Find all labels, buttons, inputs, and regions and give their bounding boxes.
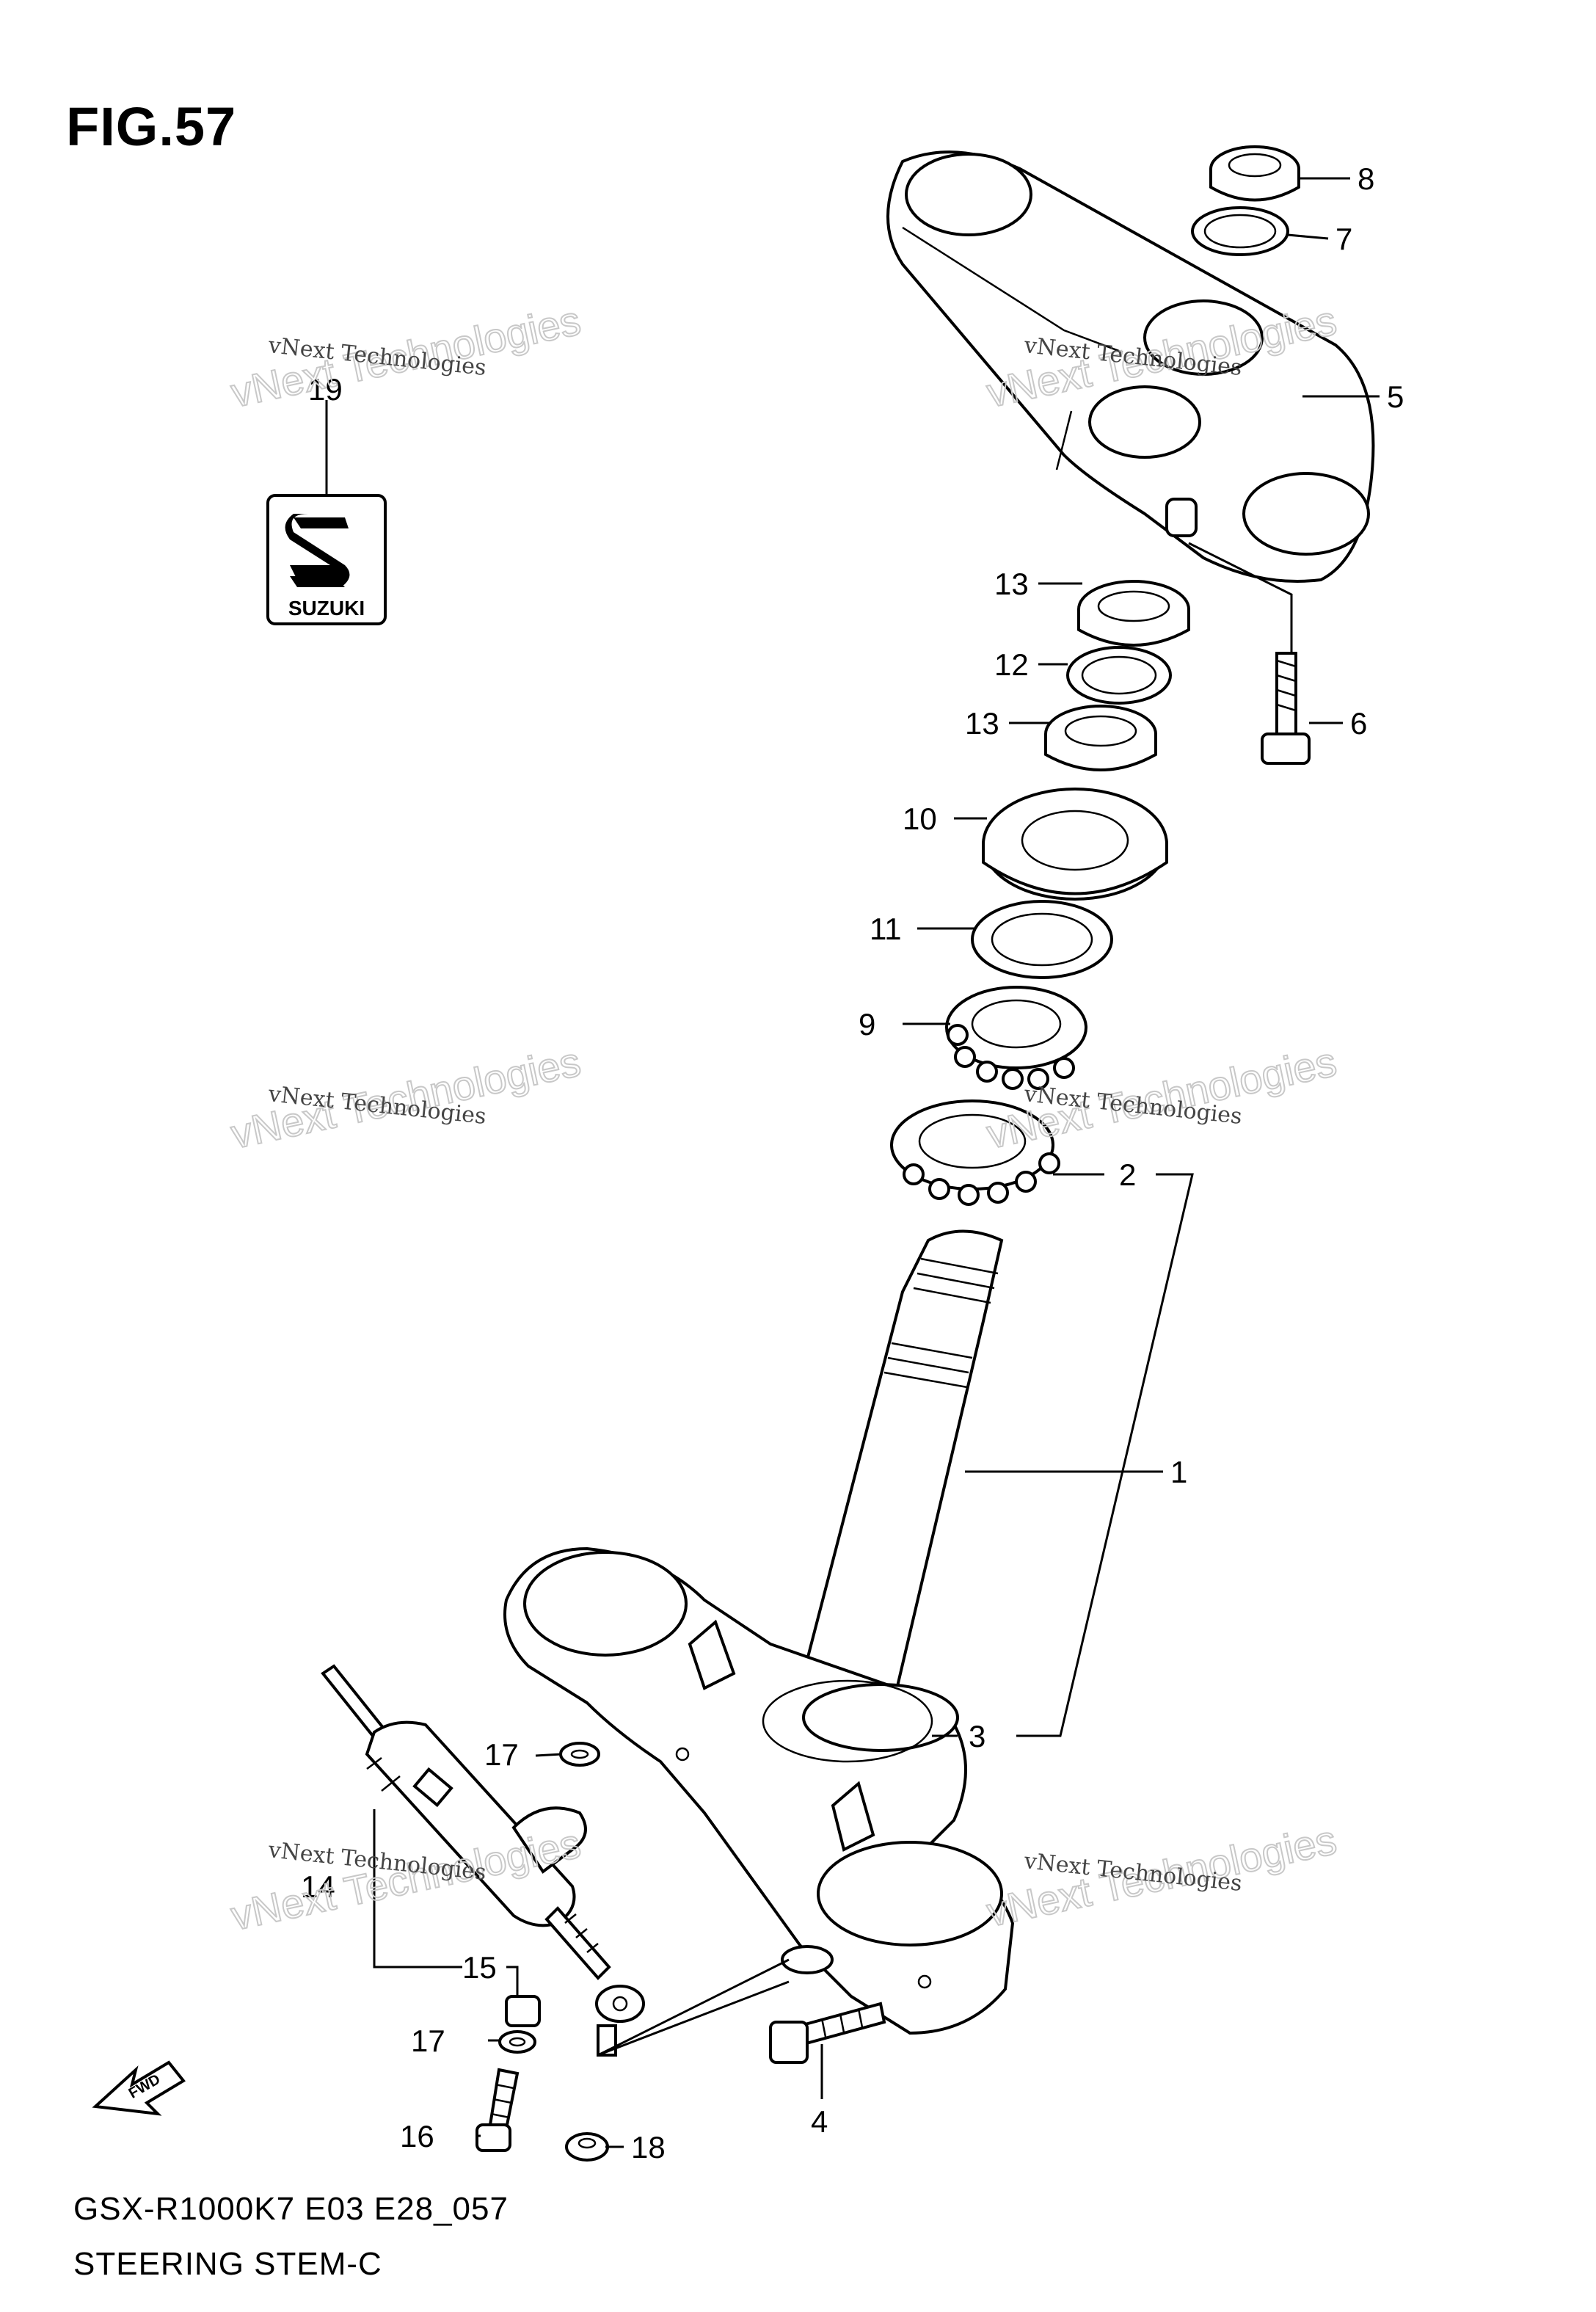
suzuki-emblem: SUZUKI: [266, 494, 387, 625]
label-part-11: 11: [870, 912, 902, 946]
emblem-brand-text: SUZUKI: [288, 597, 365, 619]
seal-3: [762, 1679, 933, 1763]
label-part-9: 9: [859, 1007, 875, 1042]
label-part-2: 2: [1119, 1157, 1136, 1192]
label-part-18: 18: [631, 2130, 666, 2164]
lock-nut-13-upper: [1077, 580, 1190, 647]
leader-lines: [325, 177, 1380, 2148]
washer-12: [1066, 646, 1172, 705]
steering-damper-14: [321, 1664, 645, 2057]
label-part-1: 1: [1170, 1455, 1187, 1489]
bolt-16: [475, 2068, 520, 2152]
bolt-6: [1261, 652, 1311, 765]
forward-direction-arrow: FWD: [92, 2060, 186, 2116]
watermark-bottom-right: vNext Technologies vNext Technologies: [982, 1815, 1341, 1935]
watermark-top-left: vNext Technologies vNext Technologies: [226, 296, 585, 416]
washer-7: [1191, 206, 1289, 256]
washer-17-upper: [559, 1742, 600, 1767]
label-part-5: 5: [1387, 379, 1404, 414]
label-part-4: 4: [811, 2104, 828, 2139]
label-part-10: 10: [903, 801, 937, 836]
nut-18: [565, 2132, 609, 2162]
label-part-13-upper: 13: [994, 567, 1029, 601]
bolt-4: [769, 2002, 886, 2064]
watermark-mid-left: vNext Technologies vNext Technologies: [226, 1037, 585, 1157]
label-part-12: 12: [994, 647, 1029, 682]
label-part-19: 19: [308, 372, 343, 407]
steering-stem-nut-8: [1209, 145, 1300, 202]
label-part-17-lower: 17: [411, 2024, 445, 2058]
label-part-8: 8: [1358, 161, 1374, 196]
label-part-14: 14: [301, 1869, 335, 1904]
lock-nut-13-lower: [1044, 705, 1157, 771]
dust-seal-10: [982, 788, 1168, 901]
bearing-9: [945, 986, 1087, 1090]
label-part-13-lower: 13: [965, 706, 999, 741]
steering-stem-lower-bracket: [503, 1229, 1015, 2035]
label-part-15: 15: [462, 1950, 497, 1985]
label-part-3: 3: [969, 1719, 985, 1753]
label-part-6: 6: [1350, 706, 1367, 741]
label-part-16: 16: [400, 2119, 434, 2153]
model-code: GSX-R1000K7 E03 E28_057: [73, 2191, 509, 2227]
label-part-7: 7: [1336, 222, 1352, 256]
label-part-17-upper: 17: [484, 1737, 519, 1772]
upper-triple-clamp: [886, 150, 1375, 583]
washer-17-lower: [498, 2030, 536, 2054]
part-labels: 8 7 5 6 13 12 13 10 11 9 2 1 3 4 17 14 1…: [301, 161, 1404, 2164]
washer-11: [971, 900, 1113, 979]
figure-title: FIG.57: [66, 96, 237, 157]
bearing-2: [890, 1099, 1060, 1206]
section-name: STEERING STEM-C: [73, 2246, 382, 2282]
nut-15: [505, 1995, 541, 2027]
